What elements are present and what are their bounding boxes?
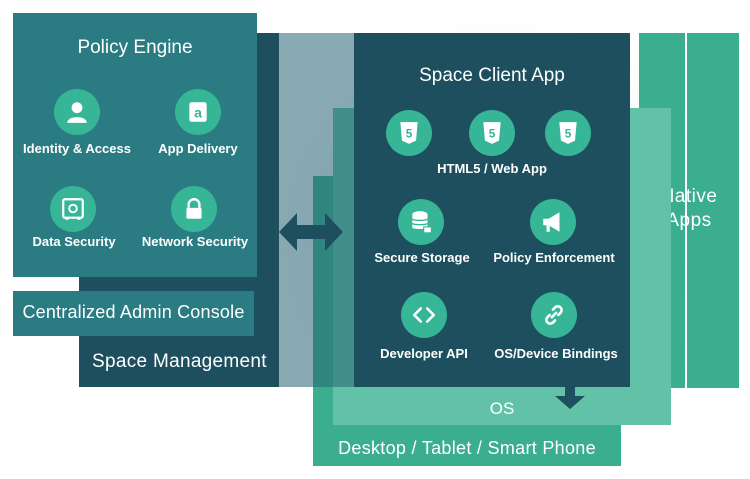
secure-storage-label: Secure Storage: [374, 250, 470, 265]
admin-console-label: Centralized Admin Console: [22, 302, 245, 322]
admin-console-box: [13, 291, 254, 336]
svg-text:a: a: [194, 104, 202, 120]
space-client-title: Space Client App: [419, 65, 565, 86]
lock-icon: [171, 186, 217, 232]
database-lock-icon: [398, 199, 444, 245]
megaphone-icon: [530, 199, 576, 245]
policy-enforcement-label: Policy Enforcement: [493, 250, 615, 265]
svg-text:5: 5: [565, 126, 572, 140]
network-security-label: Network Security: [141, 234, 249, 249]
svg-text:5: 5: [489, 126, 496, 140]
code-icon: [401, 292, 447, 338]
os-label: OS: [489, 399, 515, 418]
html5-label: HTML5 / Web App: [437, 161, 547, 176]
svg-text:5: 5: [406, 126, 413, 140]
html5-icon-3: 5: [545, 110, 591, 156]
space-management-label: Space Management: [92, 351, 267, 372]
user-icon: [54, 89, 100, 135]
vertical-double-arrow-icon: [555, 369, 585, 409]
devices-label: Desktop / Tablet / Smart Phone: [338, 438, 596, 458]
identity-access-label: Identity & Access: [23, 141, 131, 156]
safe-icon: [50, 186, 96, 232]
native-apps-panel-back: [687, 33, 739, 388]
app-a-icon: a: [175, 89, 221, 135]
data-security-label: Data Security: [32, 234, 116, 249]
html5-icon-1: 5: [386, 110, 432, 156]
native-apps-label: Native Apps: [660, 186, 718, 231]
os-device-bindings-label: OS/Device Bindings: [494, 346, 618, 361]
policy-engine-title: Policy Engine: [77, 37, 193, 58]
link-icon: [531, 292, 577, 338]
policy-engine-panel: [13, 13, 257, 277]
overlap-panel: [279, 33, 354, 387]
html5-icon-2: 5: [469, 110, 515, 156]
app-delivery-label: App Delivery: [158, 141, 238, 156]
horizontal-double-arrow-icon: [279, 213, 343, 251]
developer-api-label: Developer API: [380, 346, 468, 361]
